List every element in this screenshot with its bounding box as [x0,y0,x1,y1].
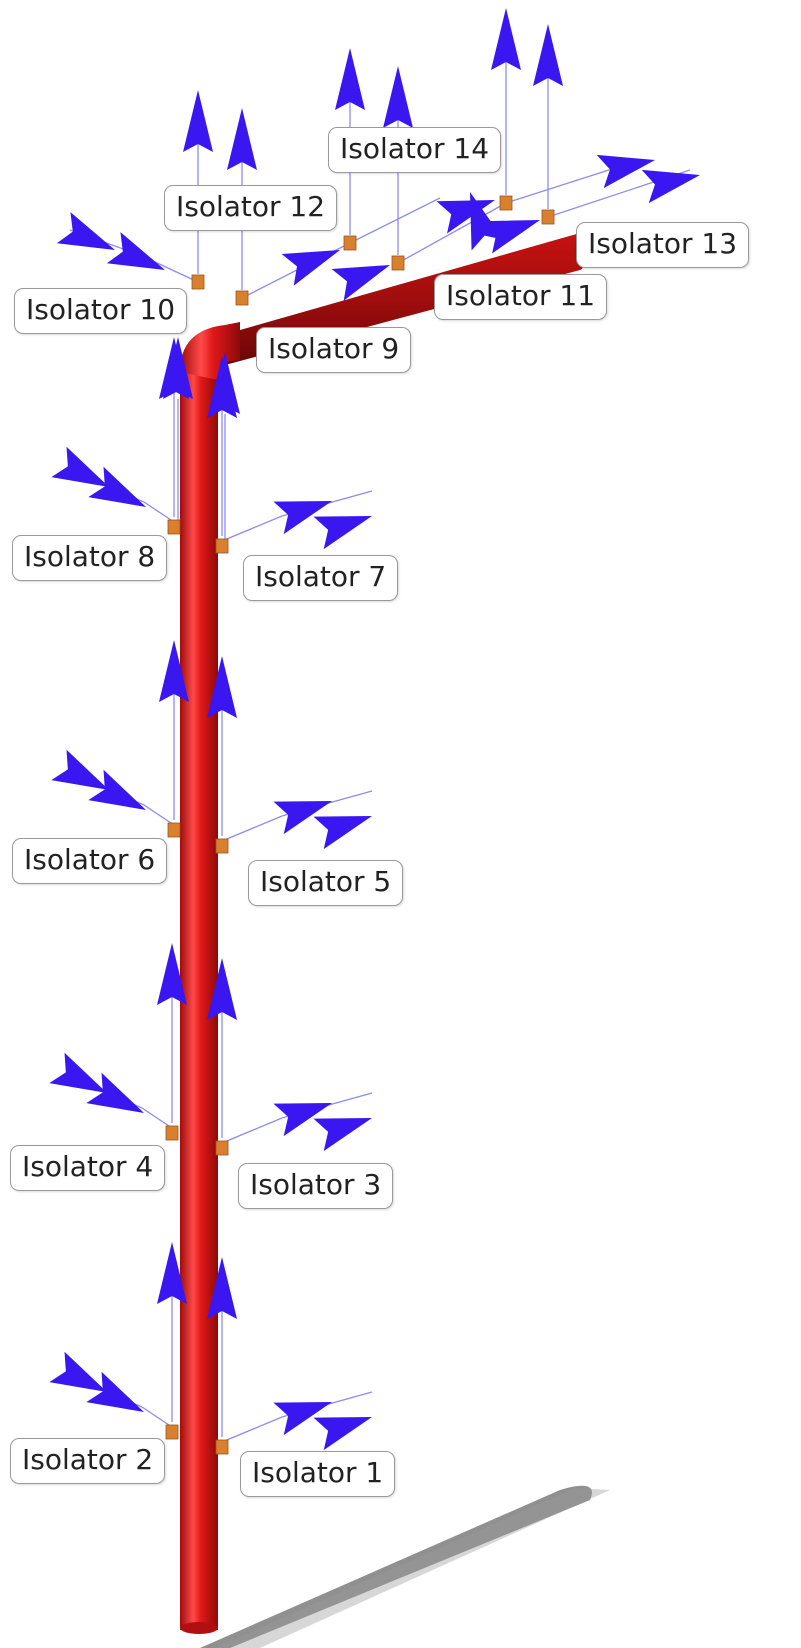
force-arrow-top-lat-1 [56,212,115,250]
pipe [180,232,586,1634]
force-arrow-lateral-a-1 [273,1402,332,1436]
isolator-block-2 [165,1424,179,1440]
force-arrow-top-lat-6 [481,220,540,254]
support-line-lateral-3 [221,1117,283,1144]
force-arrow-top-lat-8 [641,169,700,204]
isolator-label-7: Isolator 7 [243,555,399,601]
force-arrow-top-lat-2 [106,232,165,270]
force-arrow-up-top-2 [335,48,365,110]
isolator-label-1: Isolator 1 [240,1451,396,1497]
isolator-label-6: Isolator 6 [12,838,168,884]
force-arrow-lateral-b-5 [313,816,372,850]
force-arrow-top-lat-9 [470,192,504,251]
force-arrows [49,8,700,1451]
force-arrow-up-top-3 [383,66,413,128]
force-arrow-up-top-1 [227,108,257,170]
isolator-label-12: Isolator 12 [164,185,338,231]
isolator-label-3: Isolator 3 [238,1163,394,1209]
pipe-elbow [180,322,240,380]
support-line-lateral-7 [221,515,283,542]
isolator-block-14 [499,195,513,211]
support-line-lateral-8 [143,501,175,523]
isolator-label-5: Isolator 5 [248,860,404,906]
force-arrow-top-lat-7 [596,154,655,189]
force-arrow-up-5 [207,656,237,718]
force-arrow-lateral-a-4 [86,1072,144,1113]
force-arrow-lateral-a-6 [88,769,146,810]
support-line-lateral-6 [143,804,175,826]
force-arrow-up-top-4 [491,8,521,70]
force-arrow-lateral-b-3 [313,1118,372,1152]
force-arrow-lateral-a-5 [273,801,332,835]
force-arrow-lateral-b-4 [49,1052,107,1093]
isolator-label-14: Isolator 14 [328,127,502,173]
support-line-top-link-3 [397,202,507,264]
isolator-block-7 [215,538,229,554]
pipe-shadow [200,1485,610,1648]
isolator-block-6 [167,822,181,838]
isolator-block-11 [343,235,357,251]
force-arrow-up-top-0 [183,90,213,152]
isolator-label-11: Isolator 11 [434,274,608,320]
support-line-lateral-4 [141,1107,173,1129]
force-arrow-lateral-a-3 [273,1103,332,1137]
isolator-block-4 [165,1125,179,1141]
isolator-blocks [165,195,555,1455]
pipe-bottom-end [180,1622,218,1634]
support-line-lateral-2 [141,1406,173,1428]
isolator-label-10: Isolator 10 [14,288,188,334]
force-arrow-lateral-b-6 [51,749,109,790]
isolator-label-2: Isolator 2 [10,1438,166,1484]
force-arrow-lateral-b-8 [51,446,109,487]
force-arrow-up-1 [207,1257,237,1319]
isolator-block-13 [391,255,405,271]
force-arrow-lateral-b-7 [313,516,372,550]
isolator-block-8 [167,519,181,535]
isolator-block-3 [215,1140,229,1156]
isolator-label-8: Isolator 8 [12,535,168,581]
force-arrow-up-6 [159,640,189,702]
force-arrow-up-4 [157,943,187,1005]
support-line-top-link-2 [349,197,441,244]
isolator-block-15 [541,209,555,225]
force-arrow-top-lat-4 [331,265,390,301]
isolator-block-1 [215,1439,229,1455]
isolator-label-4: Isolator 4 [10,1145,166,1191]
support-line-lateral-1 [221,1416,283,1443]
isolator-label-13: Isolator 13 [576,222,750,268]
force-arrow-up-top-5 [533,24,563,86]
force-arrow-lateral-a-7 [273,501,332,535]
force-arrow-up-3 [207,958,237,1020]
pipe-vertical [180,370,218,1630]
isolator-block-12 [235,290,249,306]
force-arrow-top-lat-3 [281,250,340,286]
support-line-lateral-5 [221,815,283,842]
force-arrow-lateral-a-8 [88,466,146,507]
isolator-block-5 [215,838,229,854]
force-arrow-up-9b [210,352,240,414]
force-arrow-up-9a [163,337,193,399]
force-arrow-lateral-a-2 [86,1371,144,1412]
isolator-block-10 [191,274,205,290]
force-arrow-lateral-b-1 [313,1417,372,1451]
force-arrow-lateral-b-2 [49,1351,107,1392]
force-arrow-up-2 [157,1242,187,1304]
isolator-label-9: Isolator 9 [256,327,412,373]
